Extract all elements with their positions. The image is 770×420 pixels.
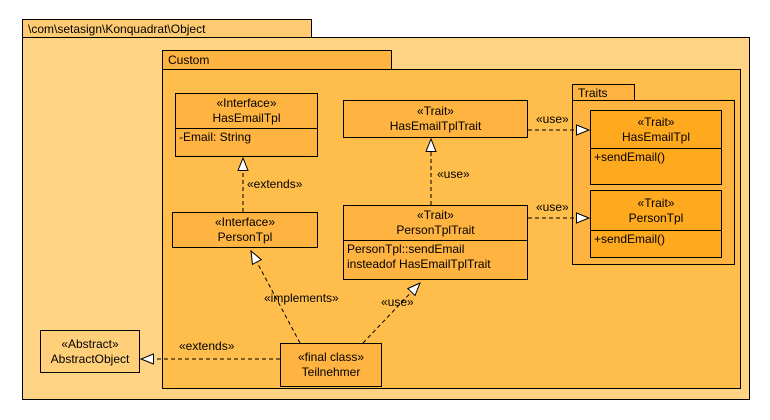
class-name: HasEmailTplTrait [389,119,482,133]
class-trait-persontpltrait[interactable]: «Trait» PersonTplTrait PersonTpl::sendEm… [343,205,528,280]
stereotype: «Abstract» [61,336,119,351]
package-root-label: \com\setasign\Konquadrat\Object [28,21,206,36]
stereotype: «Trait» [417,208,454,222]
method: +sendEmail() [594,232,666,246]
package-tab-custom[interactable]: Custom [162,50,392,70]
class-final-teilnehmer[interactable]: «final class» Teilnehmer [280,343,382,387]
class-name: PersonTpl [217,230,273,244]
class-name: AbstractObject [50,351,130,366]
relation-label-extends: «extends» [179,339,235,353]
relation-label-use: «use» [536,200,569,214]
stereotype: «Trait» [637,114,675,129]
relation-label-extends: «extends» [247,177,303,191]
body-line: PersonTpl::sendEmail [347,242,465,256]
package-tab-root[interactable]: \com\setasign\Konquadrat\Object [22,19,312,38]
class-interface-persontpl[interactable]: «Interface» PersonTpl [172,212,318,248]
method: +sendEmail() [594,150,666,164]
class-interface-hasemailtpl[interactable]: «Interface» HasEmailTpl -Email: String [175,93,318,157]
package-traits-label: Traits [578,85,608,100]
class-traits-hasemailtpl[interactable]: «Trait» HasEmailTpl +sendEmail() [590,110,722,185]
class-name: PersonTplTrait [396,223,475,237]
relation-label-implements: «implements» [264,291,339,305]
stereotype: «Trait» [637,195,675,210]
class-name: HasEmailTpl [212,111,281,125]
stereotype: «Trait» [417,104,454,118]
stereotype: «final class» [297,350,365,364]
class-name: Teilnehmer [301,365,361,379]
class-name: PersonTpl [628,210,684,225]
class-trait-hasemailtpltrait[interactable]: «Trait» HasEmailTplTrait [343,100,528,138]
class-traits-persontpl[interactable]: «Trait» PersonTpl +sendEmail() [590,190,722,258]
body-line: insteadof HasEmailTplTrait [347,257,491,271]
package-tab-traits[interactable]: Traits [572,84,635,101]
relation-label-use: «use» [437,167,470,181]
package-custom-label: Custom [168,53,210,67]
relation-label-use: «use» [536,112,569,126]
relation-label-use: «use» [381,295,414,309]
class-name: HasEmailTpl [621,129,690,144]
stereotype: «Interface» [214,215,276,229]
stereotype: «Interface» [216,96,277,110]
class-abstract-abstractobject[interactable]: «Abstract» AbstractObject [40,330,140,373]
attribute: -Email: String [179,130,252,144]
